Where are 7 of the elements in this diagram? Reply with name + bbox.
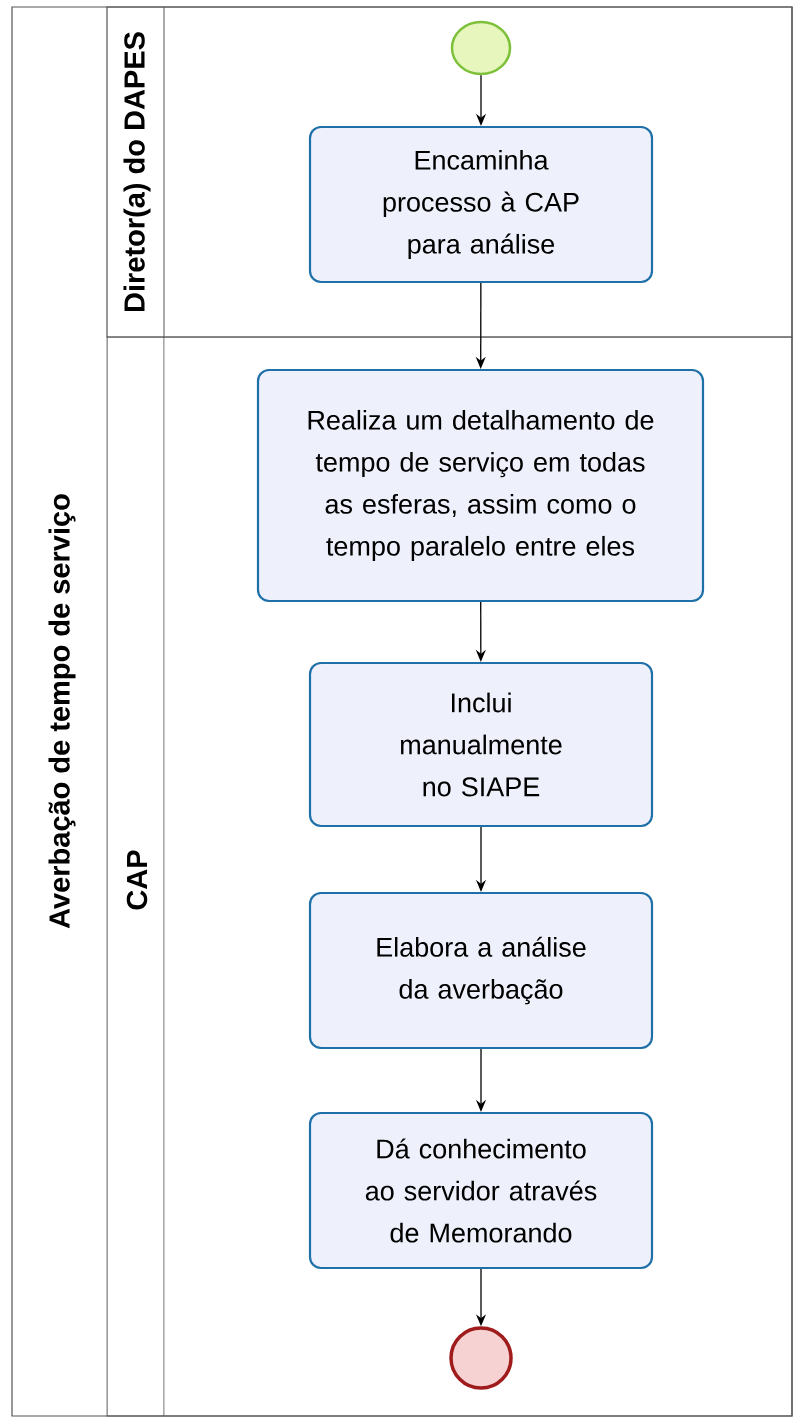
task-box: Realiza um detalhamento de tempo de serviço em todas as esferas, assim como o tempo paralelo entre eles — [256, 368, 705, 603]
task-box: Inclui manualmente no SIAPE — [308, 661, 654, 828]
task-box: Encaminha processo à CAP para análise — [308, 125, 654, 284]
task-box: Elabora a análise da averbação — [308, 891, 654, 1050]
task-box: Dá conhecimento ao servidor através de Memorando — [308, 1111, 654, 1270]
end-circle — [449, 1326, 513, 1390]
start-circle — [450, 20, 512, 76]
